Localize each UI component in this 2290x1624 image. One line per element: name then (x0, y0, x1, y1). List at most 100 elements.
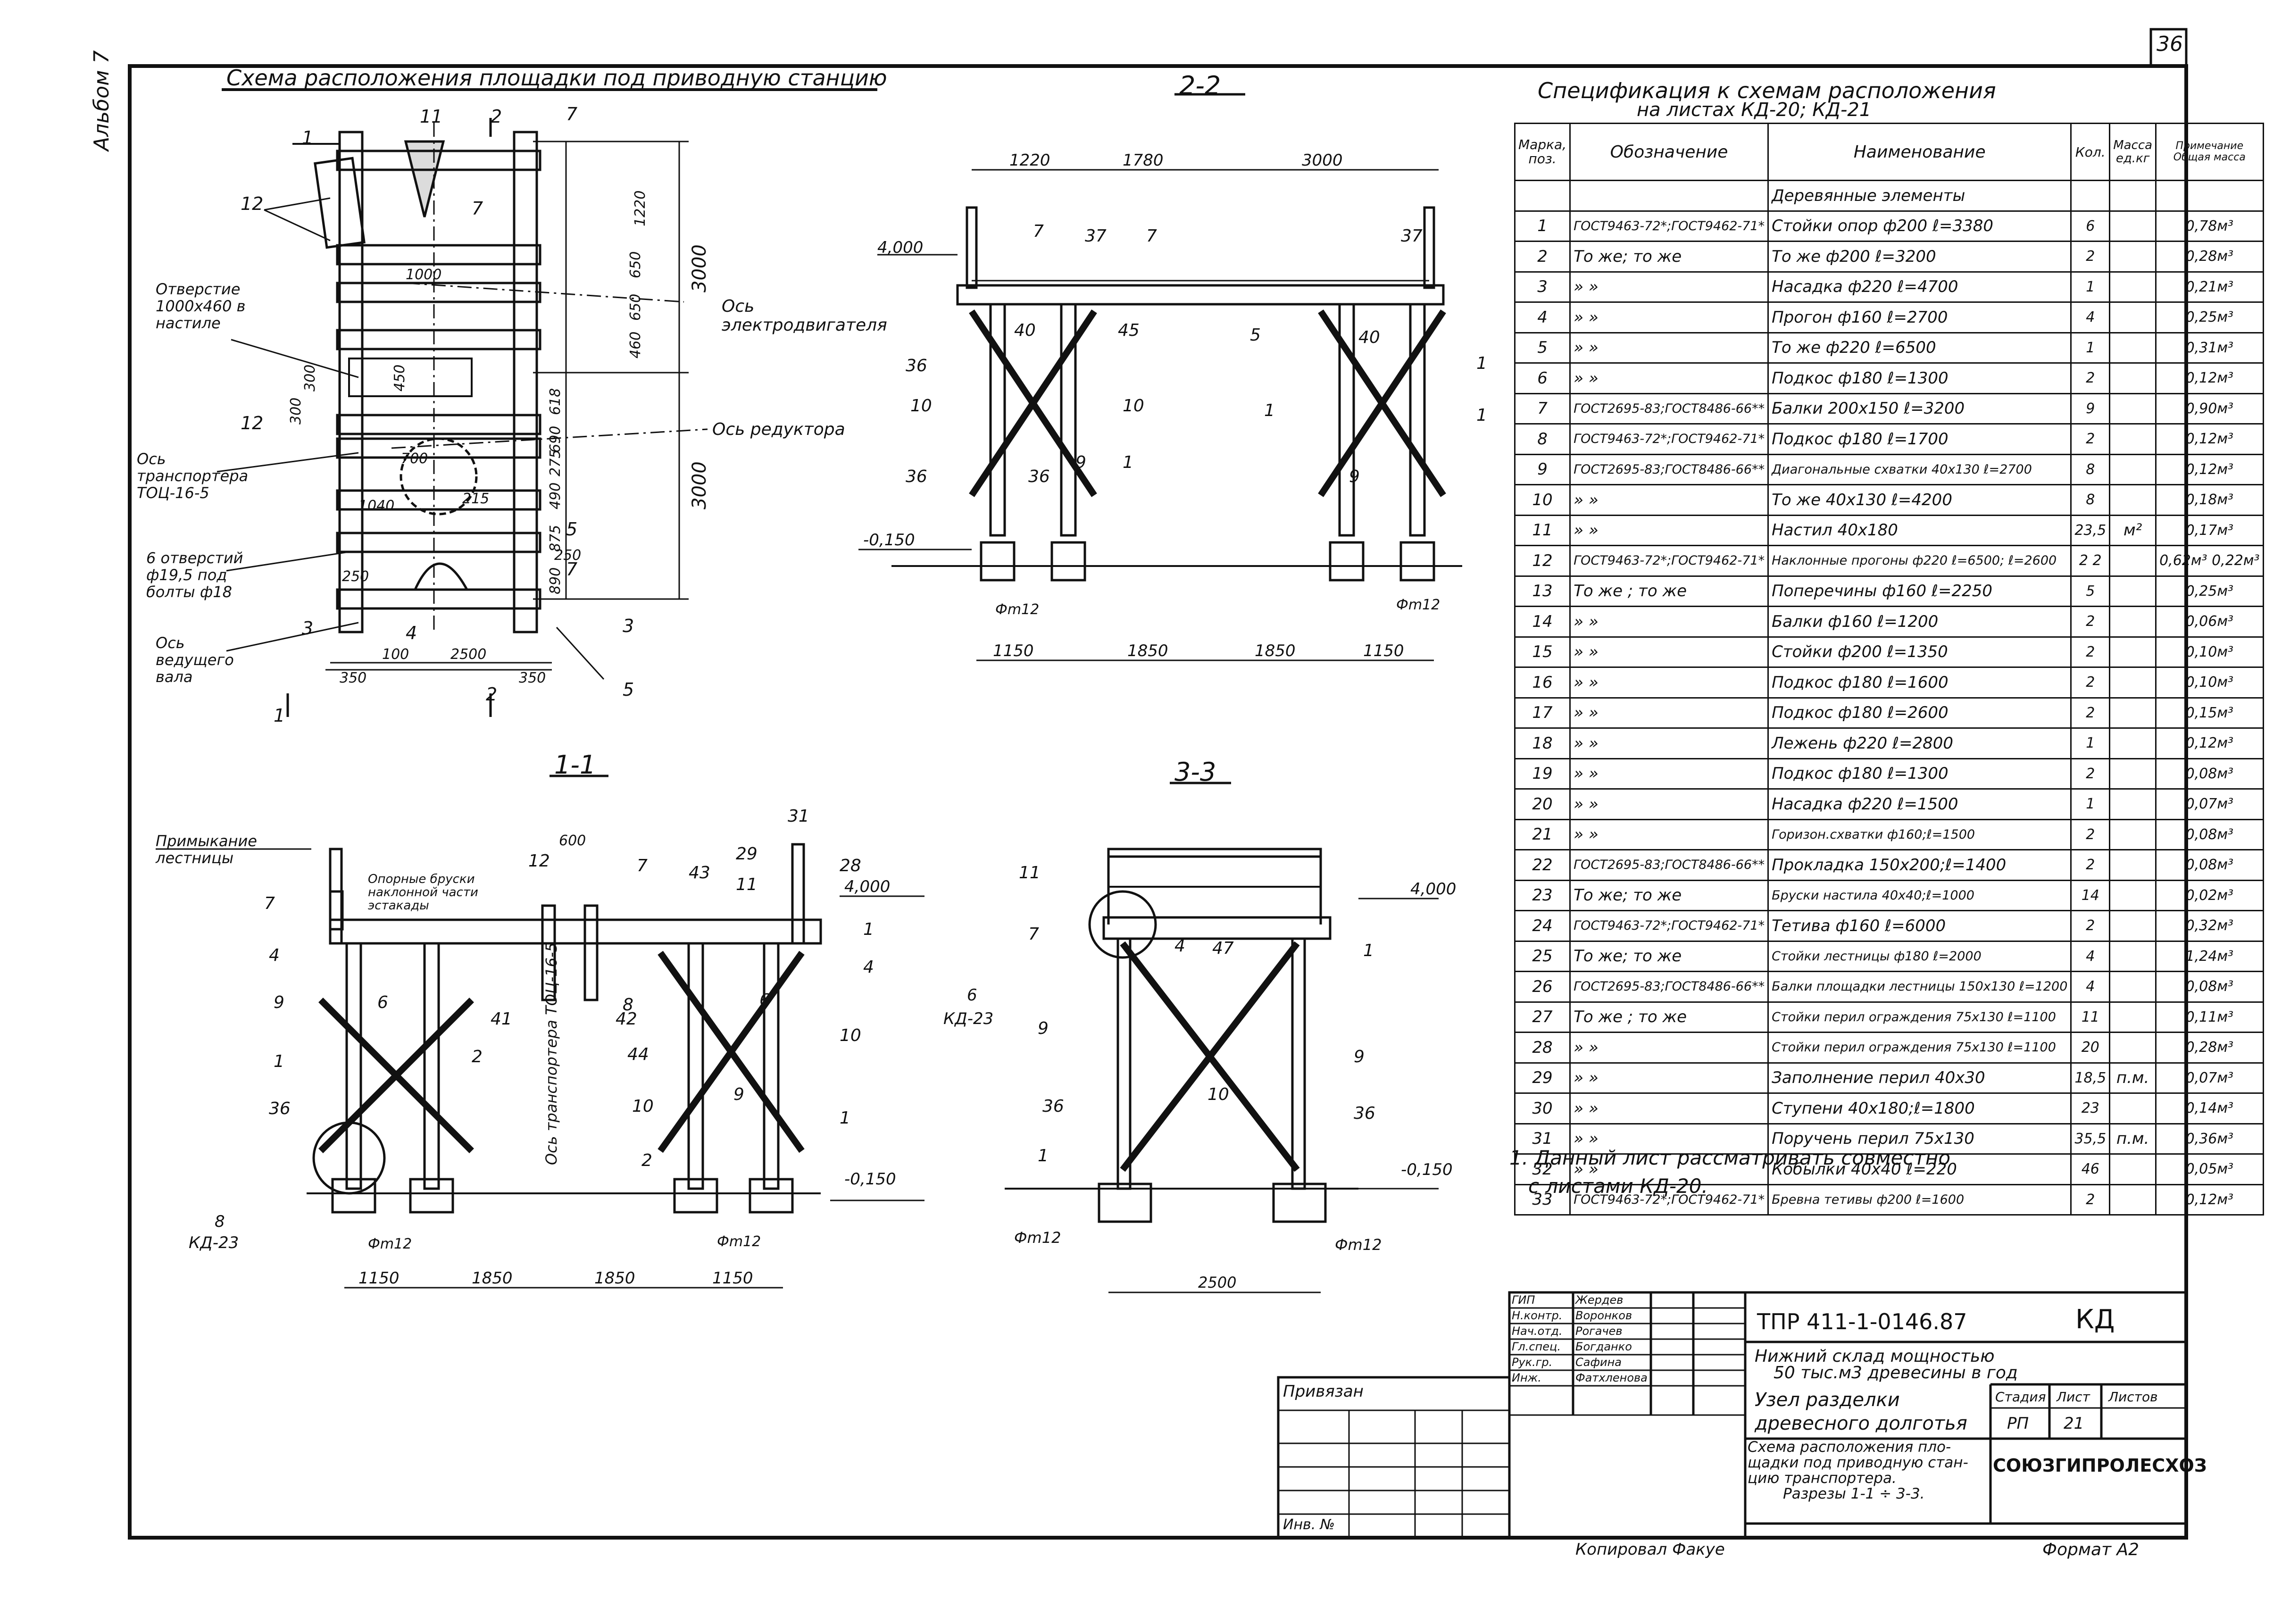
stamp-role: ГИП (1512, 1293, 1535, 1307)
spec-cell-qty: 2 (2070, 636, 2111, 668)
spec-cell-qty: 2 2 (2070, 545, 2111, 577)
s22-callout: 1 (1476, 406, 1487, 425)
spec-cell-name: Кобылки 40х40 ℓ=220 (1767, 1153, 2072, 1185)
s33-callout: 9 (1354, 1047, 1365, 1066)
s11-foundation-left: Фm12 (368, 1236, 412, 1252)
s22-bottom-dimension: 1150 (993, 641, 1034, 660)
spec-cell-qty: 4 (2070, 940, 2111, 972)
spec-cell-mass (2109, 362, 2157, 394)
spec-cell-name: Балки площадки лестницы 150х130 ℓ=1200 (1767, 971, 2072, 1003)
spec-cell-pos: 18 (1514, 727, 1571, 759)
spec-cell-total: 0,05м³ (2155, 1153, 2264, 1185)
spec-cell-mass (2109, 788, 2157, 820)
spec-cell-qty: 46 (2070, 1153, 2111, 1185)
spec-cell-total: 0,18м³ (2155, 484, 2264, 516)
spec-cell-mass: п.м. (2109, 1123, 2157, 1155)
spec-cell-des: » » (1569, 1062, 1769, 1094)
spec-cell-name: Подкос ф180 ℓ=1300 (1767, 758, 2072, 790)
plan-callout: 5 (566, 519, 578, 540)
side-label: Альбом 7 (90, 50, 114, 151)
plan-dimension: 650 (627, 293, 644, 321)
plan-callout: 11 (420, 106, 443, 127)
spec-cell-pos: 28 (1514, 1032, 1571, 1064)
spec-cell-qty: 8 (2070, 484, 2111, 516)
s33-callout: 11 (1019, 863, 1041, 883)
spec-cell-des: ГОСТ9463-72*;ГОСТ9462-71* (1569, 545, 1769, 577)
spec-cell-pos: 5 (1514, 332, 1571, 364)
spec-cell-pos: 22 (1514, 849, 1571, 881)
spec-cell-des: » » (1569, 1092, 1769, 1124)
spec-cell-total: 0,07м³ (2155, 788, 2264, 820)
spec-cell-des: ГОСТ9463-72*;ГОСТ9462-71* (1569, 910, 1769, 942)
s11-callout: 2 (641, 1151, 652, 1170)
plan-callout: 2 (486, 684, 498, 705)
plan-callout: 7 (566, 104, 578, 125)
spec-cell-name: Заполнение перил 40х30 (1767, 1062, 2072, 1094)
sheet-number-box (2149, 28, 2188, 67)
s33-callout: 7 (1028, 924, 1039, 944)
plan-dimension: 250 (554, 547, 582, 564)
plan-dimension: 700 (401, 450, 428, 467)
section-2-2-title: 2-2 (1179, 71, 1221, 100)
spec-cell-qty: 14 (2070, 879, 2111, 911)
spec-cell-qty: 2 (2070, 910, 2111, 942)
spec-cell-qty: 6 (2070, 210, 2111, 242)
s22-callout: 5 (1250, 325, 1261, 345)
spec-cell-name: Балки ф160 ℓ=1200 (1767, 606, 2072, 638)
spec-cell-mass (2109, 940, 2157, 972)
spec-header-unit-mass: Масса ед.кг (2109, 123, 2157, 181)
s11-callout: 1 (863, 920, 874, 939)
spec-cell-name: Лежень ф220 ℓ=2800 (1767, 727, 2072, 759)
spec-cell-qty: 1 (2070, 727, 2111, 759)
spec-cell-total: 0,15м³ (2155, 697, 2264, 729)
spec-cell-name: Подкос ф180 ℓ=2600 (1767, 697, 2072, 729)
spec-cell-total: 0,11м³ (2155, 1001, 2264, 1033)
plan-callout: 12 (241, 193, 264, 214)
s33-foundation-right: Фm12 (1335, 1236, 1382, 1254)
spec-cell-des: То же ; то же (1569, 1001, 1769, 1033)
s11-callout: 7 (264, 894, 275, 913)
stamp-name: Жердев (1575, 1293, 1624, 1307)
spec-cell-des: ГОСТ2695-83;ГОСТ8486-66** (1569, 392, 1769, 425)
spec-cell-pos: 26 (1514, 971, 1571, 1003)
s33-callout: 47 (1212, 939, 1234, 958)
plan-callout: 7 (472, 198, 483, 219)
spec-cell-des: » » (1569, 606, 1769, 638)
note-line2: с листами КД-20. (1528, 1174, 1708, 1198)
spec-cell-des: То же; то же (1569, 879, 1769, 911)
s11-top-dim: 600 (559, 833, 586, 849)
spec-cell-total: 0,12м³ (2155, 727, 2264, 759)
s11-bottom-dimension: 1150 (358, 1269, 400, 1288)
spec-cell-des: То же; то же (1569, 241, 1769, 273)
s33-ref-sheet: КД-23 (943, 1009, 994, 1028)
spec-cell-des: ГОСТ9463-72*;ГОСТ9462-71* (1569, 1183, 1769, 1216)
s11-foundation-right: Фm12 (717, 1233, 761, 1250)
spec-cell-name: Подкос ф180 ℓ=1700 (1767, 423, 2072, 455)
spec-cell-mass (2109, 575, 2157, 607)
spec-cell-total: 0,02м³ (2155, 879, 2264, 911)
spec-cell-qty: 35,5 (2070, 1123, 2111, 1155)
spec-cell-mass (2109, 1153, 2157, 1185)
s22-level-bottom: -0,150 (863, 531, 915, 550)
spec-cell-total: 0,08м³ (2155, 758, 2264, 790)
spec-cell-name: Стойки перил ограждения 75х130 ℓ=1100 (1767, 1001, 2072, 1033)
sheet-number: 36 (2157, 32, 2183, 56)
stamp-unit-2: древесного долготья (1755, 1413, 1967, 1434)
s11-callout: 9 (274, 993, 284, 1012)
s22-foundation-right: Фm12 (1396, 597, 1441, 613)
s22-callout: 10 (1123, 396, 1144, 416)
s22-callout: 37 (1401, 226, 1423, 246)
spec-header-name: Наименование (1767, 123, 2072, 181)
spec-cell-qty: 1 (2070, 271, 2111, 303)
